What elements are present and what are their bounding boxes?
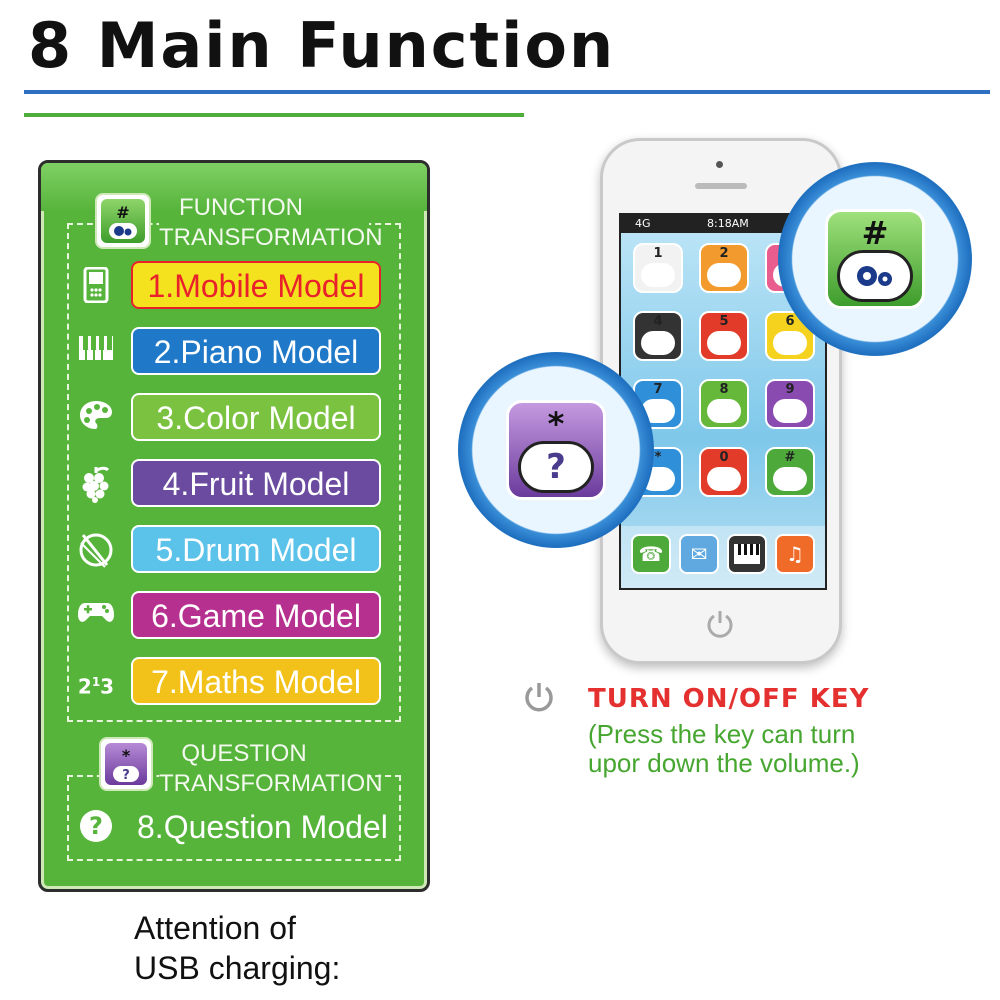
drum-model-label: 5.Drum Model: [131, 525, 381, 573]
piano-app-icon[interactable]: [727, 534, 767, 574]
app-number: 9: [785, 382, 795, 397]
question-model-label: 8.Question Model: [137, 809, 388, 845]
attention-line1: Attention of: [134, 910, 296, 946]
model-row-color[interactable]: 3.Color Model: [79, 393, 399, 443]
phone-speaker: [695, 183, 747, 189]
question-heading: QUESTION: [181, 740, 307, 767]
app-number: 0: [719, 450, 729, 465]
grapes-icon: [77, 465, 115, 503]
turn-on-off-key-note: (Press the key can turn upor down the vo…: [588, 719, 860, 778]
model-row-question[interactable]: ? 8.Question Model: [79, 803, 419, 853]
app-cloud-icon: [641, 263, 675, 287]
phone-home-button[interactable]: [703, 607, 737, 641]
app-number: *: [654, 450, 662, 465]
question-key-tile: * ?: [506, 400, 606, 500]
app-cloud-icon: [707, 331, 741, 355]
question-circle-icon: ?: [77, 809, 115, 847]
phone-app-2[interactable]: 2: [699, 243, 749, 293]
phone-app-9[interactable]: 9: [765, 379, 815, 429]
palette-icon: [77, 399, 115, 437]
app-number: 2: [719, 246, 729, 261]
phone-app-1[interactable]: 1: [633, 243, 683, 293]
fruit-model-label: 4.Fruit Model: [131, 459, 381, 507]
app-cloud-icon: [773, 331, 807, 355]
model-row-drum[interactable]: 5.Drum Model: [79, 525, 399, 575]
question-transformation-icon: * ?: [99, 737, 153, 791]
piano-model-label: 2.Piano Model: [131, 327, 381, 375]
power-icon: [522, 680, 556, 714]
function-heading-line2: TRANSFORMATION: [159, 223, 383, 252]
page-title: 8 Main Function: [28, 9, 616, 82]
title-rule-green: [24, 113, 524, 117]
title-rule-blue: [24, 90, 990, 94]
hash-key-tile: #: [825, 209, 925, 309]
question-key-magnifier: * ?: [458, 352, 654, 548]
model-row-piano[interactable]: 2.Piano Model: [79, 327, 399, 377]
question-heading-line2: TRANSFORMATION: [159, 769, 383, 798]
model-row-maths[interactable]: 213 7.Maths Model: [77, 657, 399, 707]
music-icon[interactable]: ♫: [775, 534, 815, 574]
mobile-model-label: 1.Mobile Model: [131, 261, 381, 309]
usb-charging-attention: Attention of USB charging:: [134, 908, 340, 988]
app-number: 1: [653, 246, 663, 261]
app-cloud-icon: [707, 399, 741, 423]
app-cloud-icon: [773, 467, 807, 491]
phone-app-4[interactable]: 4: [633, 311, 683, 361]
app-number: 4: [653, 314, 663, 329]
app-number: 8: [719, 382, 729, 397]
function-heading: FUNCTION: [179, 194, 303, 221]
app-cloud-icon: [773, 399, 807, 423]
svg-text:?: ?: [89, 812, 103, 840]
app-number: 7: [653, 382, 663, 397]
mobile-phone-icon: [77, 266, 115, 305]
piano-keys-icon: [77, 333, 115, 371]
app-number: 6: [785, 314, 795, 329]
mail-icon[interactable]: ✉: [679, 534, 719, 574]
app-cloud-icon: [707, 467, 741, 491]
gamepad-icon: [77, 597, 115, 635]
hash-key-magnifier: #: [778, 162, 972, 356]
model-row-fruit[interactable]: 4.Fruit Model: [79, 459, 399, 509]
gears-icon: [837, 250, 913, 302]
phone-camera: [716, 161, 723, 168]
phone-call-icon[interactable]: ☎: [631, 534, 671, 574]
model-row-mobile[interactable]: 1.Mobile Model: [79, 261, 399, 311]
function-panel: # FUNCTION TRANSFORMATION 1.Mobile Model…: [38, 160, 430, 892]
phone-dock: ☎ ✉ ♫: [621, 526, 825, 588]
function-transformation-icon: #: [95, 193, 151, 249]
question-mark-icon: ?: [518, 441, 594, 493]
turn-on-off-key-title: TURN ON/OFF KEY: [588, 684, 870, 714]
app-cloud-icon: [641, 331, 675, 355]
phone-app-6[interactable]: 6: [765, 311, 815, 361]
maths-model-label: 7.Maths Model: [131, 657, 381, 705]
phone-app-5[interactable]: 5: [699, 311, 749, 361]
status-time: 8:18AM: [707, 217, 749, 230]
app-number: #: [784, 450, 796, 465]
color-model-label: 3.Color Model: [131, 393, 381, 441]
svg-text:?: ?: [122, 768, 130, 783]
signal-indicator: 4G: [635, 217, 651, 230]
attention-line2: USB charging:: [134, 950, 341, 986]
phone-app-12[interactable]: #: [765, 447, 815, 497]
game-model-label: 6.Game Model: [131, 591, 381, 639]
app-number: 5: [719, 314, 729, 329]
drum-icon: [77, 531, 115, 569]
numbers-icon: 213: [77, 674, 115, 699]
model-row-game[interactable]: 6.Game Model: [77, 591, 399, 641]
phone-app-8[interactable]: 8: [699, 379, 749, 429]
app-cloud-icon: [707, 263, 741, 287]
phone-app-11[interactable]: 0: [699, 447, 749, 497]
